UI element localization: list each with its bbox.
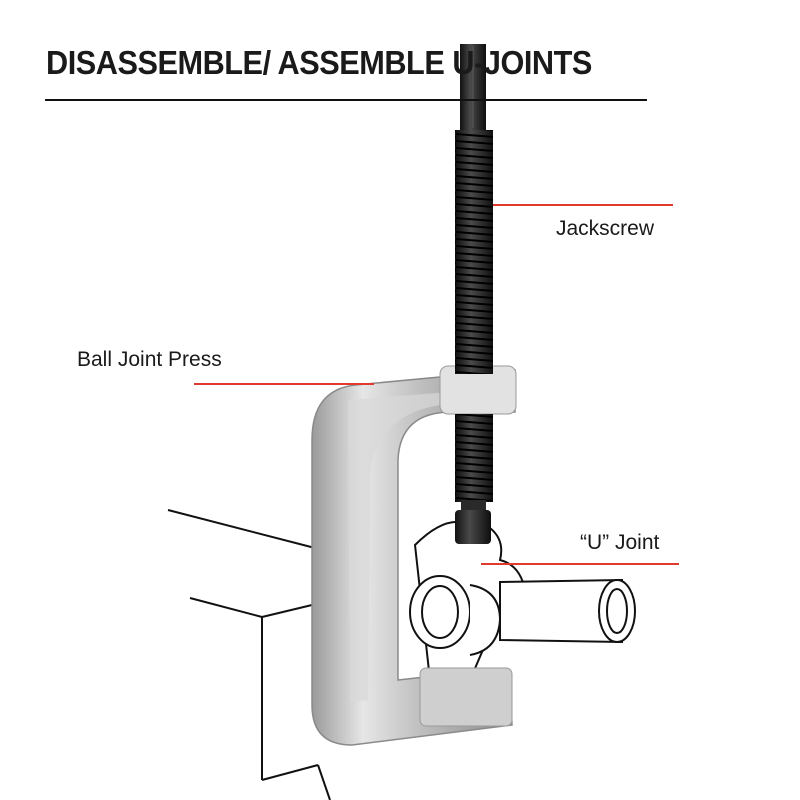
u-joint-leader-line (481, 563, 679, 565)
ball-joint-press-leader-line (194, 383, 374, 385)
jackscrew-label: Jackscrew (556, 217, 655, 240)
title-underline (45, 99, 647, 101)
jackscrew-leader-line (493, 204, 673, 206)
ball-joint-press-label: Ball Joint Press (77, 348, 222, 371)
vise-block-outline (167, 509, 331, 800)
u-joint-outline (409, 520, 636, 681)
jackscrew (455, 44, 493, 544)
page-title: DISASSEMBLE/ ASSEMBLE U-JOINTS (46, 44, 592, 81)
c-frame (311, 365, 517, 746)
u-joint-label: “U” Joint (580, 531, 660, 554)
